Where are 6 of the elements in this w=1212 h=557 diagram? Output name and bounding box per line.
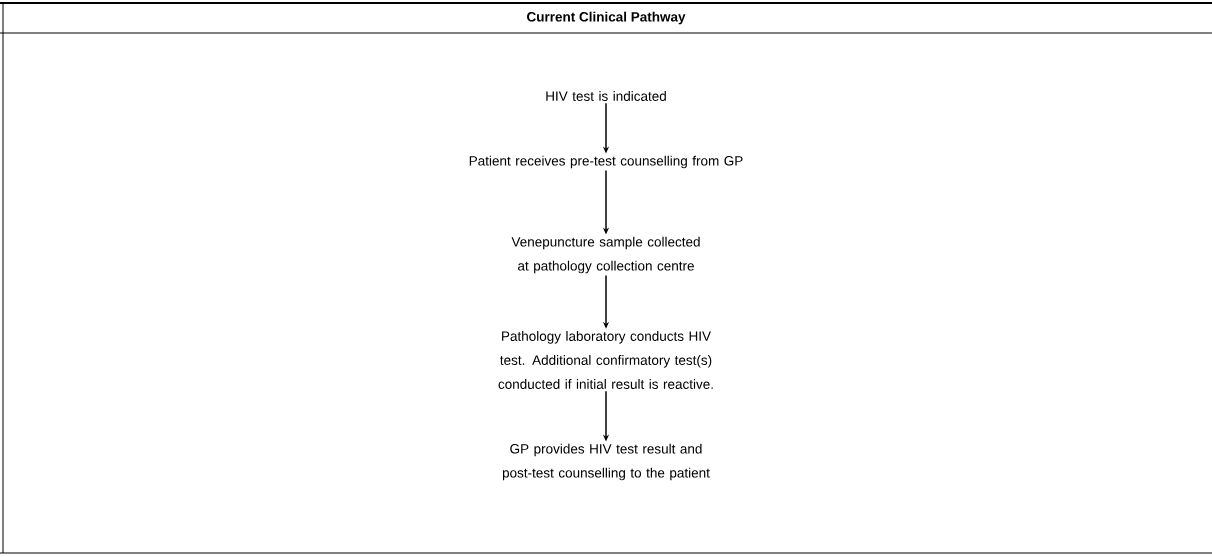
step-text: Venepuncture sample collected at pathology collection centre	[511, 236, 700, 274]
step-text: GP provides HIV test result and post-test counselling to the patient	[502, 443, 710, 481]
step-text: Pathology laboratory conducts HIV test. Additional confirmatory test(s) conducted if initial result is reactive.	[498, 331, 713, 389]
step-text: HIV test is indicated	[546, 91, 666, 101]
step-text: Patient receives pre-test counselling from GP	[469, 155, 743, 169]
table-heading: Current Clinical Pathway	[527, 11, 686, 25]
